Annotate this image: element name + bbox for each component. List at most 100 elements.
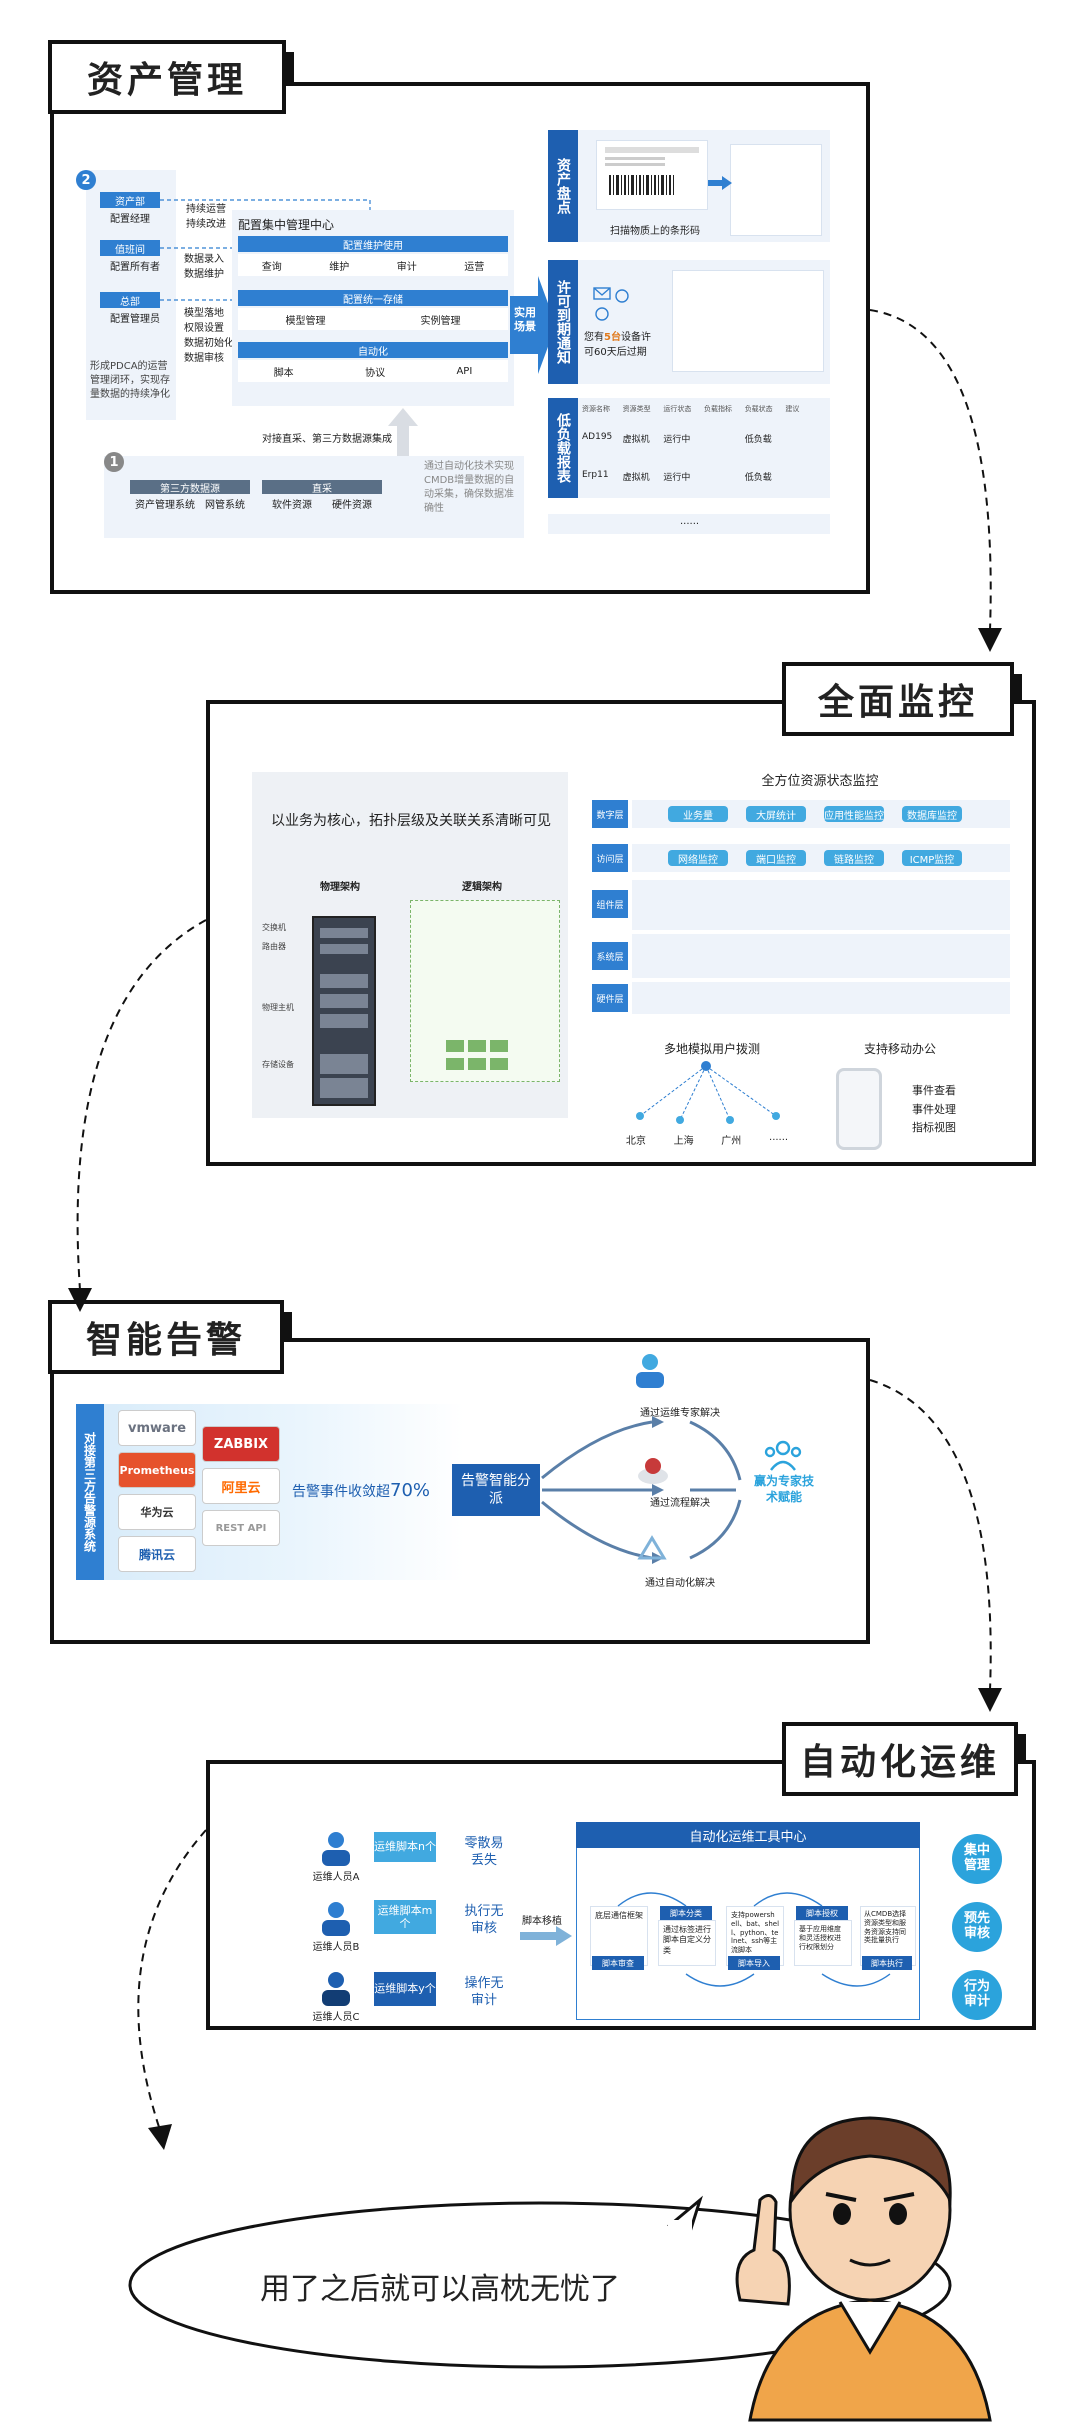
ops-a2: 持续改进 xyxy=(186,219,226,230)
up-arrow-icon xyxy=(388,408,418,464)
layer-row xyxy=(632,934,1010,978)
r3-row: AD195 虚拟机 运行中 低负载 xyxy=(582,432,826,445)
monitor-right-title: 全方位资源状态监控 xyxy=(761,774,879,789)
ops-b2: 数据维护 xyxy=(184,269,224,280)
person-script: 运维脚本m个 xyxy=(374,1900,436,1934)
badge-preaudit: 预先审核 xyxy=(952,1902,1002,1952)
vm-grid-icon xyxy=(446,1040,508,1070)
center-row3-item: 协议 xyxy=(365,367,386,379)
center-row1-item: 运营 xyxy=(464,261,485,273)
flow-foot: 脚本导入 xyxy=(728,1956,780,1970)
person-issue: 零散易丢失 xyxy=(464,1836,504,1868)
tool-center-title: 自动化运维工具中心 xyxy=(576,1822,920,1848)
ops-b: 数据录入 数据维护 xyxy=(184,252,244,282)
person-icon xyxy=(322,1972,350,2006)
ops-a: 持续运营 持续改进 xyxy=(186,202,246,232)
person-name: 运维人员B xyxy=(312,1942,360,1953)
license-text2: 可60天后过期 xyxy=(584,347,647,358)
r3-more: ...... xyxy=(680,516,700,527)
center-row3-item: 脚本 xyxy=(273,367,294,379)
person-issue: 操作无审计 xyxy=(464,1976,504,2008)
expert-icon xyxy=(636,1354,664,1388)
converge-prefix: 告警事件收敛超 xyxy=(292,1484,390,1500)
direct-item: 硬件资源 xyxy=(332,500,372,511)
bubble-2: 2 xyxy=(76,170,96,190)
layer-label: 数字层 xyxy=(592,800,628,828)
probe-city: 上海 xyxy=(673,1136,694,1147)
ops-c4: 数据审核 xyxy=(184,353,224,364)
probe-city: 广州 xyxy=(721,1136,742,1147)
mobile-item: 事件处理 xyxy=(912,1102,956,1116)
person-script: 运维脚本y个 xyxy=(374,1972,436,2006)
path-expert: 通过运维专家解决 xyxy=(640,1408,720,1419)
r3-cell: AD195 xyxy=(582,432,613,442)
center-row1-item: 审计 xyxy=(396,261,417,273)
third-party-items: 资产管理系统 网管系统 xyxy=(130,496,250,511)
direct-title: 直采 xyxy=(262,480,382,495)
topology-title: 以业务为核心，拓扑层级及关联关系清晰可见 xyxy=(271,813,551,829)
mobile-title: 支持移动办公 xyxy=(863,1042,936,1056)
r3-cell: 运行中 xyxy=(663,473,691,483)
license-table xyxy=(672,270,824,372)
ops-c1: 模型落地 xyxy=(184,308,224,319)
license-suffix: 设备许 xyxy=(620,332,651,343)
phys-label: 路由器 xyxy=(262,942,286,951)
physical-label: 物理架构 xyxy=(320,882,360,893)
r3-header: 负载状态 xyxy=(744,405,773,413)
license-count: 5台 xyxy=(604,332,621,343)
logo-zabbix: ZABBIX xyxy=(202,1426,280,1462)
center-row3-items: 脚本 协议 API xyxy=(238,360,508,382)
license-notice: 您有5台设备许 可60天后过期 xyxy=(584,330,664,360)
flow-body: 支持powershell、bat、shell、python、telnet、ssh… xyxy=(731,1911,780,1954)
flow-body: 通过标签进行脚本自定义分类 xyxy=(663,1925,711,1955)
r1-label: 资产盘点 xyxy=(548,130,578,242)
person-name: 运维人员C xyxy=(312,2012,360,2023)
r1-caption: 扫描物质上的条形码 xyxy=(610,226,700,237)
bubble-1: 1 xyxy=(104,452,124,472)
badge-behavior-audit: 行为审计 xyxy=(952,1970,1002,2020)
r3-cell: 虚拟机 xyxy=(622,473,650,483)
alarm-title: 智能告警 xyxy=(48,1300,292,1382)
layer-label: 访问层 xyxy=(592,844,628,872)
result-text: 赢为专家技术赋能 xyxy=(753,1474,814,1504)
team-icon xyxy=(764,1440,802,1471)
center-row2-item: 模型管理 xyxy=(285,315,326,327)
mail-icon xyxy=(593,287,629,321)
probe-map-icon xyxy=(636,1061,780,1124)
layer2-pill: 链路监控 xyxy=(824,850,884,866)
phone-card xyxy=(730,144,822,236)
automation-title: 自动化运维 xyxy=(782,1722,1026,1804)
scene-arrow xyxy=(510,276,556,374)
probe-city: ...... xyxy=(769,1132,789,1143)
layer-row xyxy=(632,880,1010,930)
r3-cell: 低负载 xyxy=(744,473,772,483)
flow-foot: 脚本审查 xyxy=(592,1956,644,1970)
r3-cell: 虚拟机 xyxy=(622,435,650,445)
ops-c3: 数据初始化 xyxy=(184,338,234,349)
mobile-items: 事件查看 事件处理 指标视图 xyxy=(912,1082,956,1138)
layer-label: 系统层 xyxy=(592,942,628,970)
phys-label: 物理主机 xyxy=(262,1003,294,1012)
ops-b1: 数据录入 xyxy=(184,254,224,265)
r3-header: 资源名称 xyxy=(582,405,610,413)
recycle-icon xyxy=(637,1535,667,1560)
third-party-item: 资产管理系统 xyxy=(135,500,195,511)
layer2-pill: 网络监控 xyxy=(668,850,728,866)
flow-card: 基于应用维度和灵活授权进行权限划分 xyxy=(794,1920,852,1966)
logo-prometheus: Prometheus xyxy=(118,1452,196,1488)
r3-row: Erp11 虚拟机 运行中 低负载 xyxy=(582,470,826,483)
logo-tencent: 腾讯云 xyxy=(118,1536,196,1572)
server-rack-icon xyxy=(312,916,376,1106)
flow-card: 通过标签进行脚本自定义分类 xyxy=(658,1920,716,1966)
logo-vmware: vmware xyxy=(118,1410,196,1446)
r3-header: 运行状态 xyxy=(663,405,692,413)
layer2-pill: ICMP监控 xyxy=(902,850,962,866)
flow-foot: 脚本执行 xyxy=(862,1956,912,1970)
migrate-label: 脚本移植 xyxy=(522,1916,562,1927)
flow-body: 底层通信框架 xyxy=(595,1911,643,1920)
phys-label: 存储设备 xyxy=(262,1060,294,1069)
logo-huawei: 华为云 xyxy=(118,1494,196,1530)
converge-value: 70% xyxy=(390,1480,431,1501)
dispatch-box: 告警智能分派 xyxy=(452,1464,540,1516)
license-prefix: 您有 xyxy=(584,332,604,343)
